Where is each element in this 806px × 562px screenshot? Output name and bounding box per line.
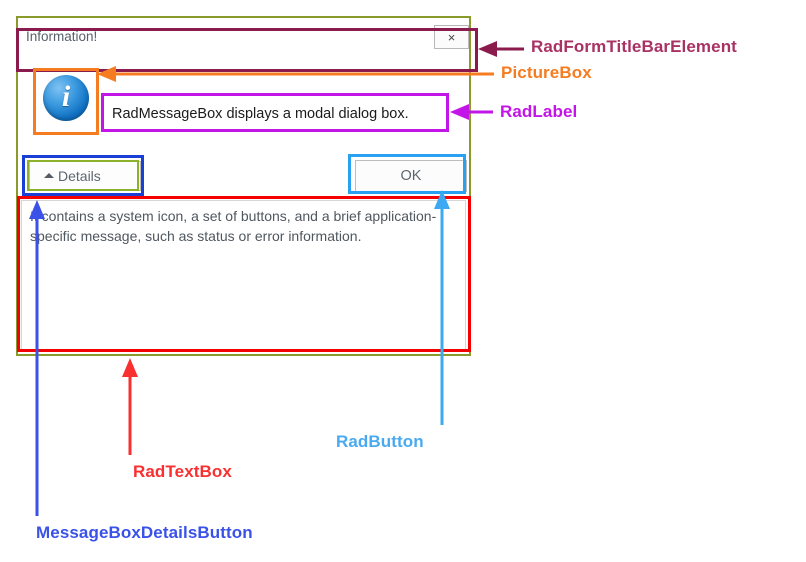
rad-form-title-bar: Information! × — [18, 18, 469, 58]
rad-text-box[interactable]: It contains a system icon, a set of butt… — [21, 200, 466, 352]
annotation-label-picturebox: PictureBox — [501, 63, 592, 82]
ok-button[interactable]: OK — [355, 160, 467, 192]
message-box-details-button[interactable]: Details — [29, 161, 141, 191]
rad-label: RadMessageBox displays a modal dialog bo… — [112, 106, 409, 122]
annotation-label-radtextbox: RadTextBox — [133, 462, 232, 481]
annotation-label-radlabel: RadLabel — [500, 102, 578, 121]
picture-box: i — [33, 65, 99, 131]
details-button-label: Details — [58, 168, 101, 184]
dialog-title: Information! — [26, 29, 98, 44]
information-icon-glyph: i — [61, 80, 71, 113]
annotation-label-titlebar: RadFormTitleBarElement — [531, 37, 737, 56]
information-icon: i — [43, 75, 89, 121]
close-icon[interactable]: × — [434, 25, 469, 49]
annotation-label-detailsbutton: MessageBoxDetailsButton — [36, 523, 253, 542]
chevron-up-icon — [44, 172, 54, 178]
rad-message-box-dialog: Information! × i RadMessageBox displays … — [16, 16, 471, 356]
annotation-label-radbutton: RadButton — [336, 432, 424, 451]
